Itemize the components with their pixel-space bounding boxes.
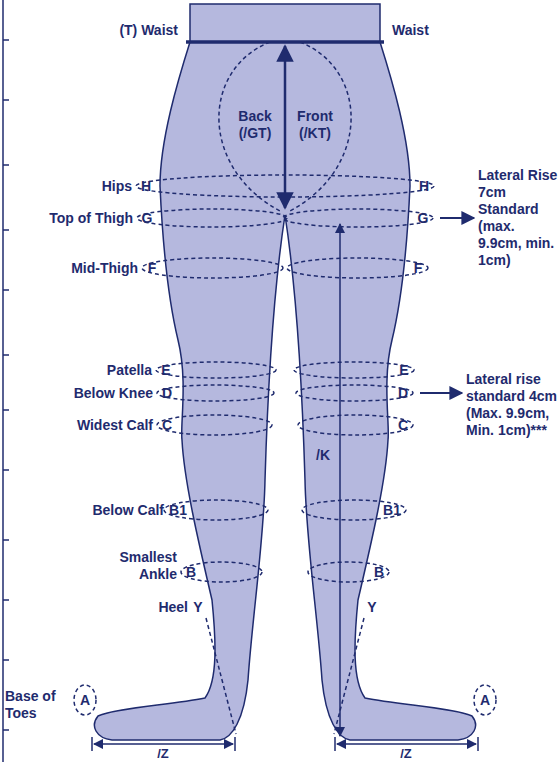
level-name: Mid-Thigh [71,260,138,277]
level-letter: B [186,564,196,581]
level-letter: Y [193,599,202,616]
level-name: Below Knee [74,385,153,402]
level-letter: G [142,210,153,227]
level-name: Widest Calf [77,417,153,434]
lateral-rise-note: Lateral Rise 7cm Standard (max. 9.9cm, m… [478,167,558,269]
rise-label: Front (/KT) [291,108,339,142]
length-label: /K [316,447,330,464]
waist-label: Waist [392,22,429,39]
level-name: Smallest Ankle [107,549,177,583]
level-letter: H [141,178,151,195]
rise-label: Back (/GT) [231,108,279,142]
length-label: /Z [400,746,412,761]
level-name: Patella [107,362,152,379]
level-letter: C [162,417,172,434]
level-letter: D [398,385,408,402]
level-name: Heel [158,599,188,616]
level-letter: G [418,210,429,227]
level-name: Below Calf [92,502,164,519]
length-label: /Z [157,746,169,761]
measure-loops [74,42,496,734]
level-letter: Y [367,599,376,616]
level-letter: F [148,260,157,277]
side-scale [3,0,9,762]
level-letter: A [80,692,90,709]
level-letter: H [419,178,429,195]
lateral-rise-note: Lateral rise standard 4cm (Max. 9.9cm, M… [466,371,558,439]
tights-outline [94,4,475,740]
level-letter: A [480,692,490,709]
level-letter: B1 [383,502,401,519]
level-letter: B1 [169,502,187,519]
waist-line [186,40,384,44]
level-name: Hips [102,178,132,195]
level-letter: C [398,417,408,434]
level-name: Base of Toes [5,688,61,722]
level-letter: B [374,564,384,581]
level-letter: D [162,385,172,402]
waist-label: (T) Waist [119,22,178,39]
level-name: Top of Thigh [49,210,133,227]
level-letter: F [414,260,423,277]
level-letter: E [161,362,170,379]
level-letter: E [399,362,408,379]
